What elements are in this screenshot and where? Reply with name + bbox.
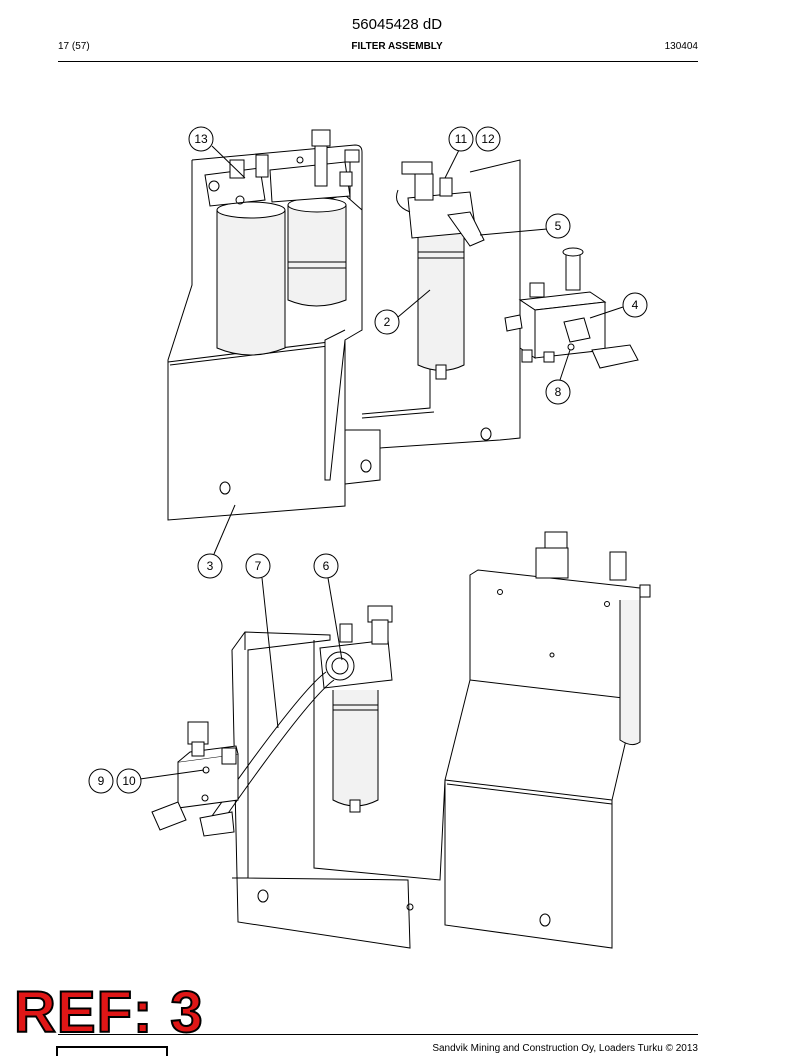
svg-text:2: 2 (384, 315, 391, 329)
callout-12: 12 (475, 126, 501, 152)
header-rule (58, 61, 698, 62)
callout-10: 10 (116, 768, 142, 794)
svg-text:4: 4 (632, 298, 639, 312)
svg-text:12: 12 (481, 132, 495, 146)
upper-assembly-view (167, 129, 639, 521)
callout-13: 13 (188, 126, 214, 152)
page-number: 17 (57) (58, 41, 90, 52)
drawing-code: 130404 (664, 41, 698, 52)
ref-stamp: REF: 3 (13, 980, 204, 1045)
callout-7: 7 (245, 553, 271, 579)
lower-assembly-view (151, 531, 651, 949)
callout-9: 9 (88, 768, 114, 794)
callout-3: 3 (197, 553, 223, 579)
brand-logo-bar (56, 1046, 168, 1056)
svg-text:9: 9 (98, 774, 105, 788)
footer-copyright: Sandvik Mining and Construction Oy, Load… (432, 1043, 698, 1054)
page-title: FILTER ASSEMBLY (351, 41, 443, 52)
callout-8: 8 (545, 379, 571, 405)
svg-text:5: 5 (555, 219, 562, 233)
callout-6: 6 (313, 553, 339, 579)
callout-11: 11 (448, 126, 474, 152)
leader-lines (139, 145, 624, 780)
callout-2: 2 (374, 309, 400, 335)
svg-text:13: 13 (194, 132, 208, 146)
svg-text:8: 8 (555, 385, 562, 399)
svg-text:3: 3 (207, 559, 214, 573)
callout-4: 4 (622, 292, 648, 318)
svg-text:6: 6 (323, 559, 330, 573)
footer-rule (58, 1034, 698, 1035)
svg-text:10: 10 (122, 774, 136, 788)
document-number: 56045428 dD (351, 16, 443, 33)
svg-text:7: 7 (255, 559, 262, 573)
svg-text:11: 11 (455, 132, 468, 146)
callout-5: 5 (545, 213, 571, 239)
